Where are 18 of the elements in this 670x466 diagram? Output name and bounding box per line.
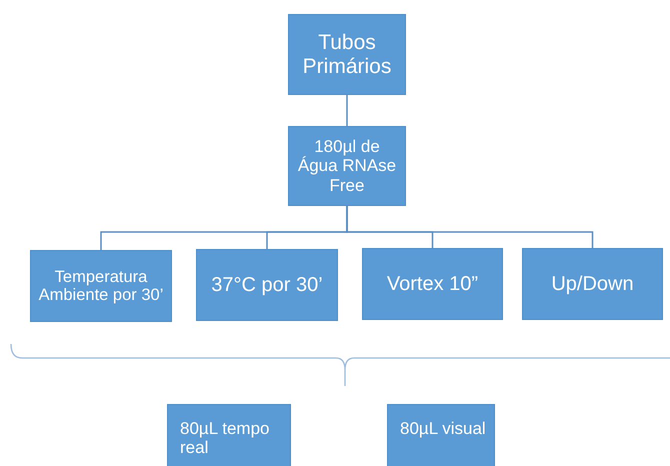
box-label: Temperatura Ambiente por 30’ — [38, 268, 164, 304]
connector-line — [346, 95, 348, 126]
box-label: Up/Down — [551, 272, 634, 296]
process-box — [362, 248, 503, 320]
process-box — [387, 404, 495, 466]
box-label: 37°C por 30’ — [211, 274, 323, 296]
box-label: 80µL visual — [400, 419, 486, 438]
process-box — [30, 250, 172, 322]
box-label: 180µl de Água RNAse Free — [296, 137, 398, 195]
process-box — [196, 249, 338, 321]
process-box — [167, 404, 291, 466]
connector-line — [346, 206, 594, 248]
process-box — [288, 14, 406, 95]
box-label: Vortex 10” — [386, 272, 478, 296]
box-label: 80µL tempo real — [180, 419, 270, 458]
process-box — [522, 248, 663, 320]
process-box — [288, 126, 406, 206]
box-label: Tubos Primários — [302, 30, 392, 78]
